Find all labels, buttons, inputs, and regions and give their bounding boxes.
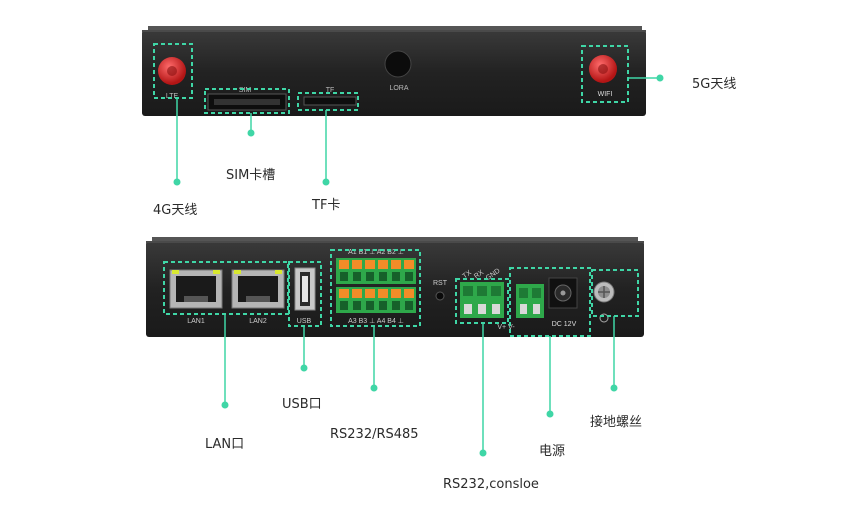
highlight-ground	[591, 269, 639, 317]
highlight-power	[509, 267, 591, 337]
power-terminal: V+ V-	[497, 284, 544, 331]
lan2-port: LAN2	[231, 269, 285, 325]
wifi-label: WIFI	[598, 91, 613, 98]
terminal-pin-hole	[392, 301, 400, 310]
terminal-release-tab	[339, 289, 349, 298]
callout-usb-port: USB口	[282, 397, 322, 412]
antenna-wifi: WIFI	[589, 55, 617, 98]
highlight-rs232-rs485	[330, 249, 421, 327]
callout-power: 电源	[539, 444, 566, 459]
highlight-lan	[163, 261, 289, 315]
callout-sim-slot: SIM卡槽	[226, 168, 276, 183]
usb-label: USB	[297, 318, 312, 325]
lora-antenna: LORA	[384, 50, 412, 92]
highlight-wifi	[581, 45, 629, 103]
terminal-release-tab	[404, 289, 414, 298]
terminal-release-tab	[352, 289, 362, 298]
lan1-label: LAN1	[187, 318, 205, 325]
lan2-label: LAN2	[249, 318, 267, 325]
terminal-pin-hole	[392, 272, 400, 281]
antenna-4g: LTE	[158, 57, 186, 100]
sim-slot: SIM	[207, 87, 287, 111]
highlight-tf	[297, 92, 359, 111]
terminal-pin-hole	[405, 301, 413, 310]
callout-5g-antenna: 5G天线	[692, 77, 737, 92]
highlight-sim	[204, 88, 290, 114]
callout-rs232-rs485: RS232/RS485	[330, 427, 419, 442]
back-dots	[221, 364, 618, 457]
back-panel: LAN1 LAN2 USB A1 B1 ⊥ A2 B2 ⊥ A3 B3 ⊥ A4…	[146, 237, 644, 337]
tx-label: TX	[461, 269, 473, 280]
reset-button: RST	[433, 280, 448, 301]
terminal-pins	[339, 260, 414, 310]
power-pins-label: V+ V-	[497, 324, 515, 331]
highlight-console	[455, 278, 509, 324]
terminal-pin-hole	[405, 272, 413, 281]
highlight-4g	[153, 43, 193, 99]
rs232-rs485-terminal: A1 B1 ⊥ A2 B2 ⊥ A3 B3 ⊥ A4 B4 ⊥	[336, 249, 416, 325]
highlight-usb	[288, 261, 322, 327]
callout-rs232-console: RS232,consloe	[443, 477, 539, 492]
terminal-pin-hole	[353, 301, 361, 310]
terminal-pin-hole	[366, 301, 374, 310]
terminal-pin-hole	[379, 272, 387, 281]
terminal-release-tab	[352, 260, 362, 269]
terminal-release-tab	[404, 260, 414, 269]
back-leaders	[224, 314, 615, 453]
terminal-release-tab	[365, 289, 375, 298]
antenna-4g-label: LTE	[166, 93, 179, 100]
terminal-release-tab	[378, 260, 388, 269]
sim-label: SIM	[239, 87, 252, 94]
callout-ground-screw: 接地螺丝	[590, 415, 643, 430]
terminal-release-tab	[391, 289, 401, 298]
rst-label: RST	[433, 280, 448, 287]
terminal-pin-hole	[340, 301, 348, 310]
terminal-pin-hole	[340, 272, 348, 281]
front-leaders	[176, 77, 660, 182]
callout-4g-antenna: 4G天线	[153, 203, 198, 218]
front-panel: LTE SIM TF LORA WIFI	[142, 26, 646, 116]
rx-label: RX	[473, 269, 485, 281]
terminal-bottom-label: A3 B3 ⊥ A4 B4 ⊥	[348, 318, 404, 325]
front-dots	[173, 74, 664, 186]
terminal-top-label: A1 B1 ⊥ A2 B2 ⊥	[348, 249, 404, 256]
usb-port: USB	[294, 267, 316, 325]
tf-label: TF	[326, 87, 335, 94]
ground-screw	[593, 281, 615, 323]
lan1-port: LAN1	[169, 269, 223, 325]
lora-label: LORA	[389, 85, 408, 92]
terminal-pin-hole	[353, 272, 361, 281]
callout-lan-port: LAN口	[205, 437, 245, 452]
dc-label: DC 12V	[552, 321, 577, 328]
terminal-release-tab	[365, 260, 375, 269]
callout-tf-card: TF卡	[312, 198, 341, 213]
console-terminal: TX RX GND	[460, 267, 504, 318]
terminal-release-tab	[378, 289, 388, 298]
dc-jack: DC 12V	[548, 277, 578, 328]
terminal-pin-hole	[366, 272, 374, 281]
terminal-release-tab	[339, 260, 349, 269]
terminal-release-tab	[391, 260, 401, 269]
terminal-pin-hole	[379, 301, 387, 310]
tf-slot: TF	[303, 87, 357, 106]
